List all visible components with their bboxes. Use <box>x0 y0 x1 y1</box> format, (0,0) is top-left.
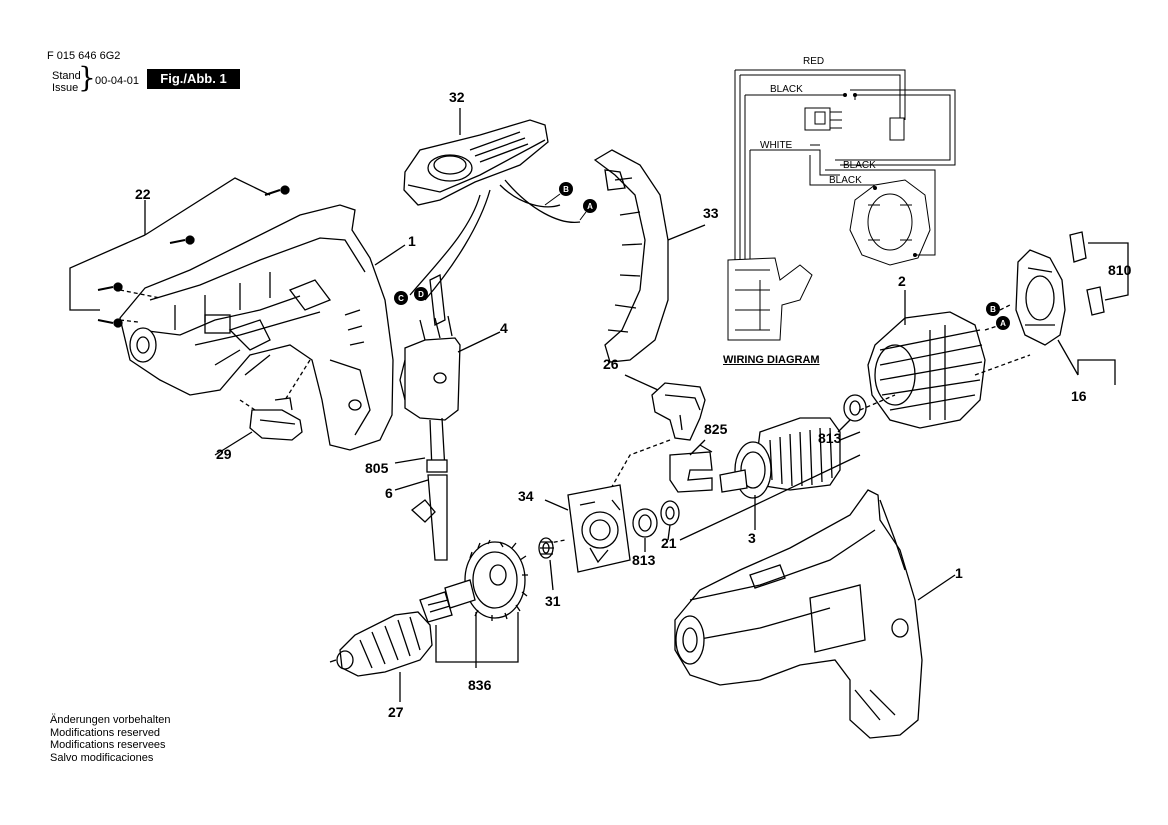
wiring-diagram-title: WIRING DIAGRAM <box>723 354 820 366</box>
svg-text:B: B <box>563 185 569 194</box>
leader-31 <box>549 559 554 591</box>
note-en: Modifications reserved <box>50 726 161 739</box>
part-number-813-right: 813 <box>818 430 842 446</box>
part-1-drill-body <box>674 489 923 739</box>
issue-label: Issue <box>52 82 79 94</box>
part-number-27: 27 <box>388 704 404 720</box>
brace-glyph: } <box>78 61 96 94</box>
wire-label-black-2: BLACK <box>843 160 876 171</box>
wire-label-black-1: BLACK <box>770 84 803 95</box>
figure-badge: Fig./Abb. 1 <box>147 69 240 89</box>
part-21-clip <box>660 500 680 526</box>
part-number-34: 34 <box>518 488 534 504</box>
part-number-22: 22 <box>135 186 151 202</box>
leader-6 <box>394 479 429 491</box>
part-33-handle-cover <box>593 149 669 363</box>
callout-bracket-836 <box>435 612 519 663</box>
connector-a-top: A <box>579 199 597 221</box>
leader-825 <box>689 439 706 456</box>
document-code: F 015 646 6G2 <box>47 50 121 62</box>
part-825-brush-spring <box>669 444 713 493</box>
part-27-chuck <box>329 611 433 677</box>
svg-text:C: C <box>398 294 404 303</box>
leader-26 <box>624 374 659 391</box>
svg-text:D: D <box>418 290 424 299</box>
wire-label-red: RED <box>803 56 825 67</box>
part-2-stator <box>867 311 986 429</box>
part-number-836: 836 <box>468 677 492 693</box>
leader-34 <box>544 499 569 511</box>
part-number-805: 805 <box>365 460 389 476</box>
leader-4 <box>457 331 501 353</box>
stand-issue-label: Stand Issue <box>52 70 81 94</box>
svg-text:B: B <box>990 305 996 314</box>
part-number-4: 4 <box>500 320 508 336</box>
part-4-terminal <box>399 315 461 421</box>
stand-label: Stand <box>52 70 81 82</box>
part-number-810: 810 <box>1108 262 1132 278</box>
part-26-brush-holder <box>651 382 706 441</box>
note-de: Änderungen vorbehalten <box>50 714 171 726</box>
connector-c: C <box>394 291 408 305</box>
part-number-31: 31 <box>545 593 561 609</box>
part-3-armature <box>719 417 861 499</box>
connector-markers: B A C D B A <box>394 182 1010 330</box>
note-fr: Modifications reservees <box>50 739 166 751</box>
callout-bracket-16 <box>1057 339 1116 385</box>
wire-label-white: WHITE <box>760 140 793 151</box>
leader-1b <box>917 574 956 601</box>
connector-a-right: A <box>996 316 1010 330</box>
part-number-1-bottom: 1 <box>955 565 963 581</box>
part-number-21: 21 <box>661 535 677 551</box>
connector-b-top: B <box>544 182 573 206</box>
part-number-1-top: 1 <box>408 233 416 249</box>
part-number-6: 6 <box>385 485 393 501</box>
callout-bracket-22b <box>144 177 271 236</box>
part-number-33: 33 <box>703 205 719 221</box>
part-number-825: 825 <box>704 421 728 437</box>
leader-805 <box>394 457 426 464</box>
part-813-bearing-right <box>843 394 867 422</box>
part-29-clip <box>249 397 303 441</box>
part-number-3: 3 <box>748 530 756 546</box>
leader-33 <box>667 224 706 241</box>
note-es: Salvo modificaciones <box>50 751 154 764</box>
svg-text:A: A <box>587 202 593 211</box>
part-810-carbon-brush <box>1069 231 1105 316</box>
wiring-diagram <box>727 69 956 341</box>
part-836-gear-spindle <box>419 539 528 623</box>
issue-date: 00-04-01 <box>95 75 140 87</box>
connector-d: D <box>414 287 428 301</box>
callout-bracket-22 <box>69 200 146 311</box>
part-813-bearing-left <box>632 508 658 538</box>
part-31-spring <box>538 537 554 559</box>
leader-21 <box>667 524 671 541</box>
part-number-2: 2 <box>898 273 906 289</box>
part-number-26: 26 <box>603 356 619 372</box>
part-number-29: 29 <box>216 446 232 462</box>
svg-text:A: A <box>1000 319 1006 328</box>
part-32-switch <box>403 119 549 206</box>
part-number-32: 32 <box>449 89 465 105</box>
part-6-cable <box>410 417 448 561</box>
leader-29 <box>214 431 253 456</box>
part-16-brush-plate <box>1015 249 1066 346</box>
modification-notes: Änderungen vorbehalten Modifications res… <box>50 714 170 764</box>
leader-813a <box>837 419 851 433</box>
leader-1a <box>374 244 406 266</box>
housing-half-left <box>119 204 394 451</box>
part-number-16: 16 <box>1071 388 1087 404</box>
part-34-gear-plate <box>567 484 631 573</box>
wire-label-black-3: BLACK <box>829 175 862 186</box>
connector-b-right: B <box>986 302 1000 316</box>
callout-bracket-810 <box>1088 242 1129 301</box>
part-number-813-left: 813 <box>632 552 656 568</box>
